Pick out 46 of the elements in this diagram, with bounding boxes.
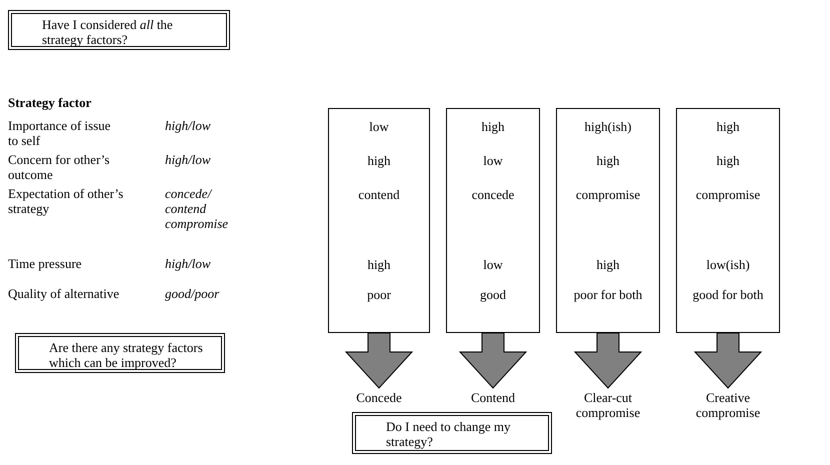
cell-text: poor [366, 287, 392, 302]
outcome-text: Concede [339, 390, 419, 405]
criteria-column-box [446, 108, 540, 333]
cell-text: low [368, 119, 390, 134]
block-arrow [458, 332, 528, 389]
criteria-column-box [328, 108, 430, 333]
factor-label: Importance of issue to self [8, 118, 112, 148]
cell-text: low [482, 257, 504, 272]
cell-text: high [480, 119, 506, 134]
criteria-column-box [556, 108, 660, 333]
block-arrow [694, 332, 762, 389]
cell-text: high [366, 257, 392, 272]
outcome-text: Contend [453, 390, 533, 405]
value-options-text: concede/ contend compromise [165, 186, 230, 231]
factor-label: Concern for other’s outcome [8, 152, 111, 182]
value-options-text: high/low [165, 118, 212, 133]
cell-text: good [479, 287, 507, 302]
question-box: Have I considered all the strategy factors? [8, 10, 230, 50]
outcome-text: Creative compromise [683, 390, 773, 420]
cell-text: concede [470, 187, 516, 202]
cell-text: high [366, 153, 392, 168]
factor-label: Time pressure [8, 256, 83, 271]
cell-text: compromise [694, 187, 762, 202]
cell-text: low(ish) [705, 257, 751, 272]
cell-text: poor for both [572, 287, 644, 302]
block-arrow [574, 332, 642, 389]
cell-text: high(ish) [584, 119, 632, 134]
question-box: Do I need to change my strategy? [352, 412, 552, 454]
block-arrow [344, 332, 414, 389]
cell-text: high [715, 119, 741, 134]
outcome-text: Clear-cut compromise [563, 390, 653, 420]
cell-text: low [482, 153, 504, 168]
cell-text: high [595, 257, 621, 272]
cell-text: contend [357, 187, 401, 202]
value-options-text: high/low [165, 256, 212, 271]
value-options-text: good/poor [165, 286, 220, 301]
criteria-column-box [676, 108, 780, 333]
cell-text: good for both [692, 287, 764, 302]
cell-text: compromise [574, 187, 642, 202]
cell-text: high [595, 153, 621, 168]
cell-text: high [715, 153, 741, 168]
factor-label: Expectation of other’s strategy [8, 186, 124, 216]
column-heading: Strategy factor [8, 95, 92, 110]
question-box: Are there any strategy factors which can be improved? [15, 333, 225, 373]
factor-label: Quality of alternative [8, 286, 120, 301]
value-options-text: high/low [165, 152, 212, 167]
